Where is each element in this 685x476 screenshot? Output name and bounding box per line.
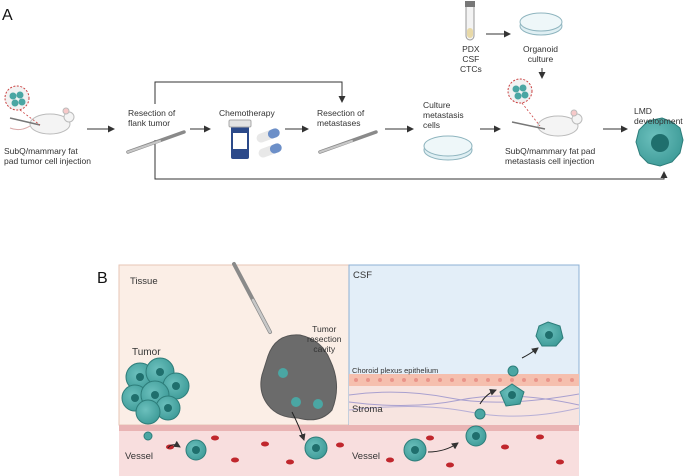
step-injection-label: SubQ/mammary fat pad tumor cell injectio… xyxy=(4,146,91,166)
panel-a-arrows xyxy=(87,30,668,180)
choroid-label: Choroid plexus epithelium xyxy=(352,366,439,375)
mouse-icon-1 xyxy=(4,85,75,135)
step-culture-label: Culture metastasis cells xyxy=(423,100,464,130)
csf-label: CSF xyxy=(353,270,372,281)
step-lmd-label: LMD development xyxy=(634,106,683,126)
vessel-left-label: Vessel xyxy=(125,451,153,462)
tumor-nuclei xyxy=(131,368,180,412)
vessel-cells xyxy=(143,321,564,462)
vessel-right-label: Vessel xyxy=(352,451,380,462)
tumor-label: Tumor xyxy=(132,347,161,358)
step-resection-flank-label: Resection of flank tumor xyxy=(128,108,176,128)
sources-label: PDX CSF CTCs xyxy=(460,44,482,74)
stroma-label: Stroma xyxy=(352,404,383,415)
tissue-label: Tissue xyxy=(130,276,158,287)
step-resection-metastases-label: Resection of metastases xyxy=(317,108,365,128)
organoid-dish-icon xyxy=(519,12,563,36)
resection-cavity xyxy=(260,334,337,421)
step-chemotherapy-label: Chemotherapy xyxy=(219,108,275,118)
organoid-label: Organoid culture xyxy=(523,44,558,64)
panel-b-arrows xyxy=(167,347,539,453)
arrow-bypass-chemo xyxy=(154,81,346,104)
arrow-direct-lmd xyxy=(154,140,668,180)
scalpel-icon-2 xyxy=(318,130,378,154)
scalpel-icon-1 xyxy=(126,130,186,154)
panel-b-letter: B xyxy=(97,270,108,287)
scalpel-icon-3 xyxy=(232,262,272,334)
mouse-icon-2 xyxy=(507,78,583,137)
test-tube-icon xyxy=(465,1,475,41)
chemotherapy-icon xyxy=(228,119,282,159)
panel-a-letter: A xyxy=(2,7,13,24)
step-metastasis-injection-label: SubQ/mammary fat pad metastasis cell inj… xyxy=(505,146,596,166)
lmd-cell-icon xyxy=(635,117,684,167)
cavity-label: Tumor resection cavity xyxy=(307,324,342,354)
petri-dish-icon xyxy=(423,135,473,161)
